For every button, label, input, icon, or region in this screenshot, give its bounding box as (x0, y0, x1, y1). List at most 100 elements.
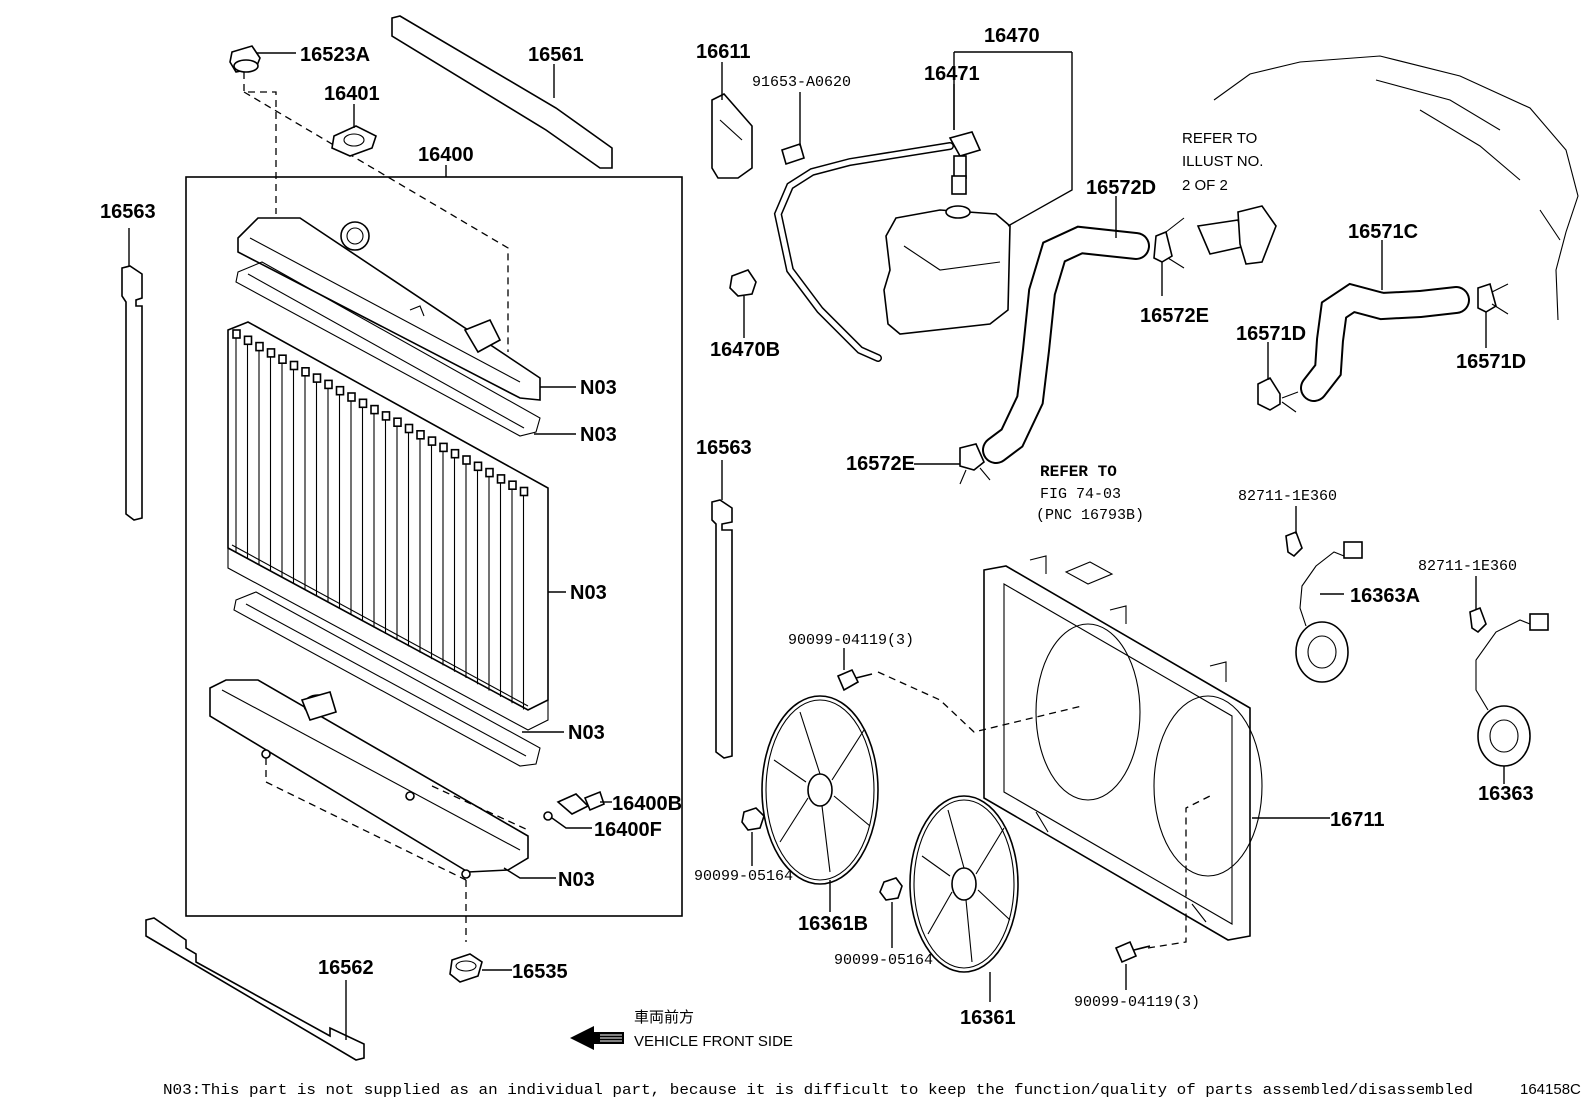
label-16572E-bottom: 16572E (846, 453, 915, 475)
fan-16361 (909, 795, 1019, 973)
refer-fig-line1: REFER TO (1040, 463, 1117, 481)
wire-clip-b (1469, 606, 1487, 634)
core-fin-tab (439, 442, 448, 453)
label-90099-04119-top: 90099-04119(3) (788, 632, 914, 649)
radiator-core (227, 321, 549, 731)
shroud-screw-top (836, 668, 873, 692)
core-fin-tab (232, 329, 241, 339)
refer-illust-line2: ILLUST NO. (1182, 153, 1263, 170)
label-n03-5: N03 (558, 869, 595, 891)
label-16363A: 16363A (1350, 585, 1420, 607)
label-n03-1: N03 (580, 377, 617, 399)
refer-illust-line1: REFER TO (1182, 130, 1257, 147)
label-16571D-left: 16571D (1236, 323, 1306, 345)
bracket-bolt (781, 142, 805, 166)
label-16711: 16711 (1330, 809, 1385, 831)
label-82711-a: 82711-1E360 (1238, 488, 1337, 505)
fan-nut-b (879, 877, 903, 901)
core-fin-tab (266, 348, 276, 358)
label-16571D-right: 16571D (1456, 351, 1526, 373)
vehicle-front-arrow (570, 1026, 624, 1050)
label-16571C: 16571C (1348, 221, 1418, 243)
label-90099-04119-bottom: 90099-04119(3) (1074, 994, 1200, 1011)
core-fin-tab (301, 366, 310, 377)
refer-illust-line3: 2 OF 2 (1182, 177, 1228, 194)
label-16535: 16535 (512, 961, 568, 983)
core-fin-tab (473, 461, 483, 472)
lower-hose-clamp-left (1257, 376, 1281, 411)
figure-id: 164158C (1520, 1081, 1581, 1098)
core-fin-tab (289, 360, 299, 371)
label-16400B: 16400B (612, 793, 682, 815)
label-90099-05164-a: 90099-05164 (694, 868, 793, 885)
label-16562: 16562 (318, 957, 374, 979)
core-fin-tab (496, 474, 506, 484)
bottom-seal-strip (145, 917, 365, 1061)
footnote: N03:This part is not supplied as an indi… (163, 1082, 1473, 1099)
reservoir-tank (883, 205, 1011, 335)
refer-fig-line3: (PNC 16793B) (1036, 507, 1144, 524)
label-16361: 16361 (960, 1007, 1016, 1029)
shroud-screw-bottom (1114, 940, 1151, 964)
label-16471: 16471 (924, 63, 980, 85)
reservoir-cap-sensor (948, 131, 982, 195)
fan-16361B (761, 695, 879, 885)
label-16363: 16363 (1478, 783, 1534, 805)
refer-tag (1064, 561, 1114, 585)
core-fin-tab (255, 341, 264, 352)
radiator-lower-tank (209, 679, 529, 879)
cap-seal (331, 125, 377, 157)
core-fin-tab (381, 411, 391, 421)
core-fin-tab (393, 417, 402, 428)
refer-fig-line2: FIG 74-03 (1040, 486, 1121, 503)
lower-gasket (233, 591, 541, 767)
drain-plug (556, 790, 605, 815)
label-16523A: 16523A (300, 44, 370, 66)
core-fin-tab (416, 429, 425, 440)
label-90099-05164-b: 90099-05164 (834, 952, 933, 969)
upper-hose-clamp-bottom (959, 443, 985, 471)
core-fin-tab (519, 486, 529, 497)
label-16572D: 16572D (1086, 177, 1156, 199)
label-n03-2: N03 (580, 424, 617, 446)
drain-oring (543, 811, 553, 821)
label-n03-3: N03 (570, 582, 607, 604)
radiator-assembly-frame (185, 176, 683, 917)
wire-clip-a (1285, 530, 1303, 558)
core-fin-tab (324, 379, 333, 390)
middle-side-seal (711, 499, 733, 759)
core-fin-tab (358, 398, 368, 409)
fan-motor-16363 (1475, 613, 1549, 767)
core-fin-tab (427, 436, 437, 446)
core-fin-tab (370, 404, 379, 415)
water-outlet (1196, 205, 1277, 265)
label-82711-b: 82711-1E360 (1418, 558, 1517, 575)
label-n03-4: N03 (568, 722, 605, 744)
upper-gasket (235, 261, 541, 437)
reservoir-bracket (711, 93, 753, 179)
core-fin-tab (485, 467, 494, 478)
engine-outline (1213, 55, 1579, 321)
radiator-cap (229, 45, 261, 73)
core-fin-tab (243, 335, 253, 346)
label-16400: 16400 (418, 144, 474, 166)
label-91653-A0620: 91653-A0620 (752, 74, 851, 91)
upper-hose-clamp-top (1153, 230, 1173, 263)
hose-clip (729, 269, 757, 297)
direction-japanese: 車両前方 (634, 1009, 694, 1026)
label-16563-mid: 16563 (696, 437, 752, 459)
fan-nut-a (741, 807, 765, 831)
radiator-upper-tank (237, 217, 541, 401)
core-fin-tab (312, 373, 322, 383)
core-fin-tab (335, 385, 345, 396)
label-16401: 16401 (324, 83, 380, 105)
core-fin-tab (450, 448, 460, 459)
label-16561: 16561 (528, 44, 584, 66)
top-seal-strip (391, 15, 613, 169)
lower-hose-clamp-right (1477, 282, 1497, 313)
direction-english: VEHICLE FRONT SIDE (634, 1033, 793, 1050)
fan-motor-16363A (1295, 541, 1363, 683)
core-fin-tab (508, 480, 517, 491)
core-fin-tab (347, 392, 356, 402)
